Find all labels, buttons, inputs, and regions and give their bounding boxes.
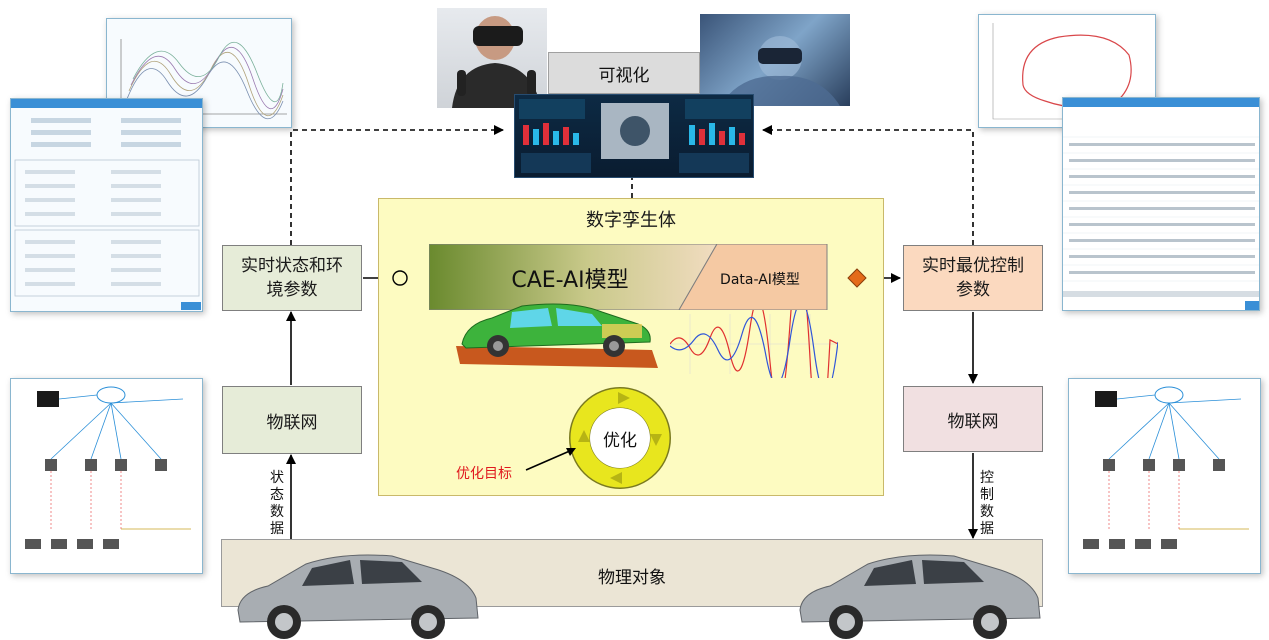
data-ai-model-block — [678, 244, 828, 310]
optimal-control-params-box: 实时最优控制参数 — [903, 245, 1043, 311]
right-iot-label: 物联网 — [947, 411, 999, 432]
opt-target-arrow — [525, 448, 576, 471]
dashed-arrow-right-to-visual — [762, 125, 974, 245]
state-data-label: 状态数据 — [270, 470, 284, 537]
vr-user-image — [437, 8, 547, 108]
visualization-label-box: 可视化 — [548, 52, 700, 94]
optimization-cycle — [569, 387, 671, 489]
cae-ai-model-label: CAE-AI模型 — [511, 268, 629, 293]
output-diamond — [847, 268, 867, 288]
left-iot-label: 物联网 — [266, 412, 318, 433]
dashboard-image — [514, 94, 754, 178]
digital-twin-title: 数字孪生体 — [586, 210, 676, 231]
dashed-arrow-left-to-visual — [290, 125, 504, 245]
optimize-label: 优化 — [603, 431, 637, 451]
left-iot-box: 物联网 — [222, 386, 362, 454]
right-car-image — [799, 554, 1041, 639]
data-ai-model-label: Data-AI模型 — [720, 272, 800, 288]
realtime-state-params-label: 实时状态和环境参数 — [241, 256, 343, 300]
right-iot-network-diagram — [1068, 378, 1261, 574]
cae-car-model-image — [456, 303, 658, 368]
opt-target-label: 优化目标 — [456, 466, 512, 482]
right-iot-box: 物联网 — [903, 386, 1043, 452]
physical-object-label: 物理对象 — [598, 568, 666, 588]
model-banner — [429, 244, 828, 310]
data-table-screenshot — [1062, 97, 1260, 311]
realtime-state-params-box: 实时状态和环境参数 — [222, 245, 362, 311]
left-iot-network-diagram — [10, 378, 203, 574]
optimal-control-params-label: 实时最优控制参数 — [922, 256, 1024, 300]
cae-ai-model-block — [429, 244, 718, 310]
params-form-screenshot — [10, 98, 203, 312]
visualization-label: 可视化 — [598, 65, 650, 86]
control-data-label: 控制数据 — [980, 470, 994, 537]
summing-junction — [392, 270, 408, 286]
vr-headset-image — [700, 14, 850, 106]
left-car-image — [237, 554, 479, 639]
signal-waveform-image — [670, 310, 838, 378]
